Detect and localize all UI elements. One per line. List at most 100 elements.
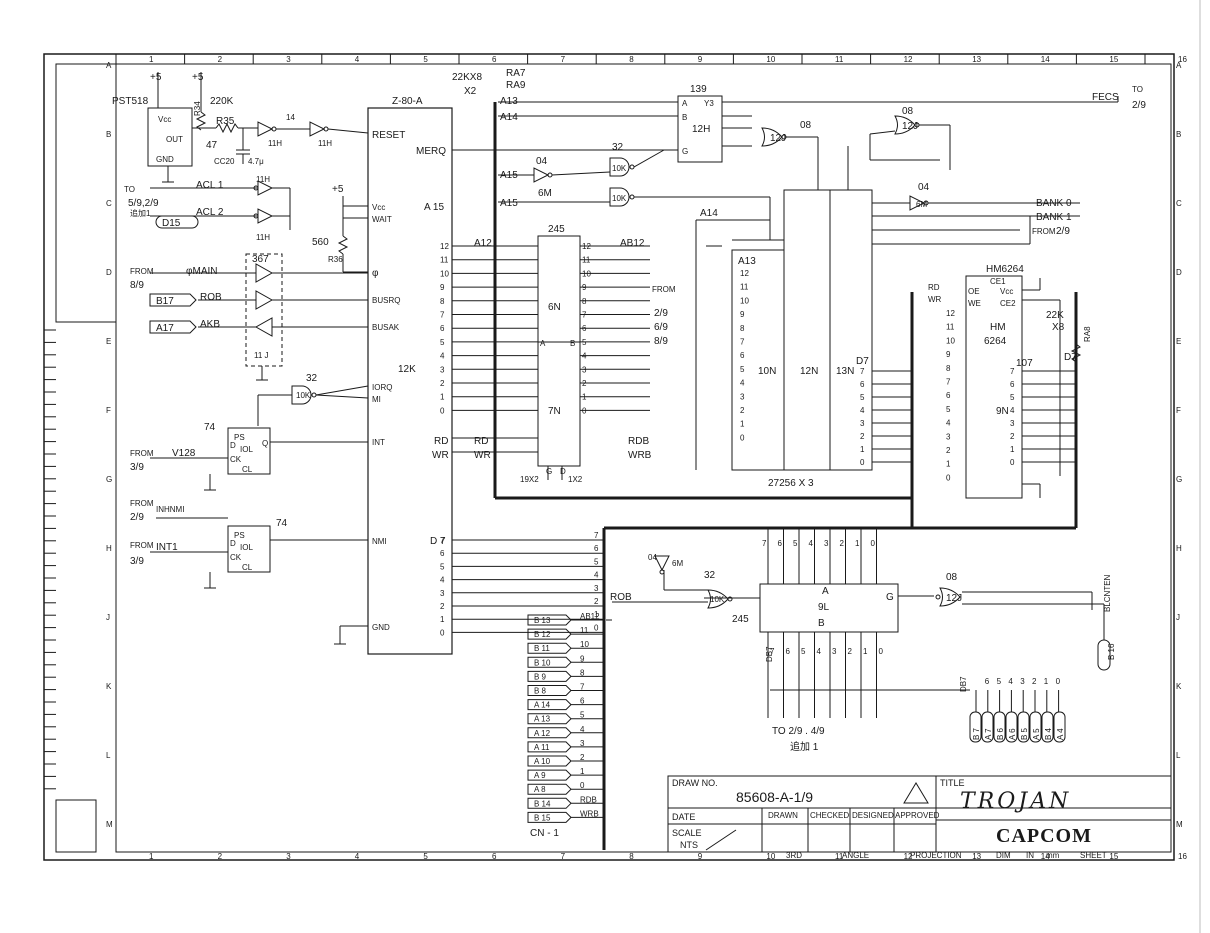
grid-col-bottom-1: 1 (149, 852, 154, 861)
cn-pin-badge (527, 797, 572, 809)
b17-badge: B17 (156, 296, 174, 307)
cn-pin-label: B 10 (534, 658, 551, 667)
cpu-bus-a15: A 15 (424, 202, 444, 213)
cn-pin-badge (527, 685, 572, 696)
cpu-addr-bit: 6 (440, 324, 445, 333)
buf-out-bit: 10 (582, 269, 591, 278)
grid-row-A: A (106, 61, 112, 70)
buf-d-label: D (560, 467, 566, 476)
cn-pin-signal: 9 (580, 654, 585, 663)
bus-top-bit: 3 (824, 539, 829, 548)
grid-row-D: D (106, 268, 112, 277)
bus-9l: 9L (818, 602, 830, 613)
ram-addr-bit: 10 (946, 336, 955, 345)
grid-col-6: 6 (492, 55, 497, 64)
cpu-addr-bit: 10 (440, 269, 449, 278)
rom-addr-bit: 11 (740, 283, 749, 292)
buf-7n-label: 7N (548, 406, 561, 417)
tri-367-label: 367 (252, 254, 269, 265)
grid-col-7: 7 (561, 55, 566, 64)
ff-b-cl: CL (242, 563, 253, 572)
ram-vcc: Vcc (1000, 287, 1013, 296)
buf-out-bit: 1 (582, 393, 587, 402)
cn-pin-signal: AB12 (580, 612, 600, 621)
ff-74b-label: 74 (276, 518, 288, 529)
grid-col-bottom-14: 14 (1041, 852, 1050, 861)
bus-db7-right: DB7 (959, 676, 968, 692)
ff-a-q: Q (262, 439, 268, 448)
out-bus-pin-label: A 7 (984, 728, 993, 740)
buf-245-label: 245 (548, 224, 565, 235)
to-label: TO (124, 185, 135, 194)
cpu-data-bit: 5 (440, 562, 445, 571)
cn-pin-signal: 7 (580, 683, 585, 692)
gate-6mb-label: 6M (916, 200, 927, 209)
dec-pin-y3: Y3 (704, 99, 714, 108)
grid-row-right-E: E (1176, 337, 1181, 346)
title-scale-value: NTS (680, 840, 698, 850)
bus-bottom-bit: 2 (848, 647, 853, 656)
grid-col-5: 5 (423, 55, 428, 64)
ra8-value: 22K (1046, 310, 1064, 321)
bus-bottom-bit: 4 (817, 647, 822, 656)
cn-pin-label: B 9 (534, 672, 547, 681)
bus-addl-label: 追加 1 (790, 740, 819, 753)
grid-col-1: 1 (149, 55, 154, 64)
bus-data-bit: 6 (594, 544, 599, 553)
fecs-to: TO (1132, 85, 1143, 94)
acl2-label: ACL 2 (196, 207, 224, 218)
bus-bottom-bit: 7 (770, 647, 775, 656)
title-mm: mm (1046, 851, 1060, 860)
bus-9l-b: B (818, 618, 825, 629)
out-bus-pin-label: B 5 (1020, 727, 1029, 740)
ram-addr-bit: 7 (946, 378, 951, 387)
reset-chip-label: PST518 (112, 96, 149, 107)
title-sheet: SHEET (1080, 851, 1107, 860)
grid-col-13: 13 (972, 55, 981, 64)
gate-10k-a: 10K (296, 391, 311, 400)
bus-data-bit: 4 (594, 571, 599, 580)
buf-count-a: 19X2 (520, 475, 539, 484)
cpu-pin-int: INT (372, 438, 385, 447)
ram-data-bit: 5 (1010, 393, 1015, 402)
cn-pin-signal: WRB (580, 809, 599, 818)
grid-row-G: G (106, 475, 112, 484)
buf-6n-label: 6N (548, 302, 561, 313)
gate-10k-c: 10K (612, 194, 627, 203)
ff-a-d: D (230, 441, 236, 450)
buf-out-bit: 6 (582, 324, 587, 333)
from-main-sheet: 8/9 (130, 280, 144, 291)
gate-6mc-label: 6M (672, 559, 683, 568)
main-clock: φMAIN (186, 266, 217, 277)
cn-pin-label: A 14 (534, 701, 551, 710)
component-text: PST518 Vcc OUT GND +5 +5 R34 220K R35 47… (112, 68, 1146, 860)
rom-addr-bit: 9 (740, 310, 745, 319)
ram-addr-bit: 1 (946, 460, 951, 469)
rom-data-bit: 1 (860, 445, 865, 454)
cn-pin-badge (527, 628, 572, 640)
rob-label: ROB (200, 292, 222, 303)
rom-a14-label: A14 (700, 208, 718, 219)
ram-addr-bit: 5 (946, 405, 951, 414)
grid-row-right-K: K (1176, 682, 1182, 691)
ram-9n: 9N (996, 406, 1009, 417)
grid-col-bottom-6: 6 (492, 852, 497, 861)
ram-addr-bit: 8 (946, 364, 951, 373)
rom-a13-label: A13 (738, 256, 756, 267)
rom-addr-bit: 0 (740, 433, 745, 442)
out-bus-bit: 6 (985, 677, 990, 686)
grid-row-L: L (106, 751, 111, 760)
cn-pin-signal: 5 (580, 711, 585, 720)
cpu-addr-bit: 7 (440, 311, 445, 320)
bus-top-bit: 1 (855, 539, 860, 548)
bus-db7-bottom: DB7 (765, 646, 774, 662)
cn-pin-label: A 11 (534, 743, 550, 752)
grid-row-right-G: G (1176, 475, 1182, 484)
out-bus-bit: 2 (1032, 677, 1037, 686)
reset-pin-out: OUT (166, 135, 183, 144)
buf-out-bit: 0 (582, 406, 587, 415)
title-proj-projection: PROJECTION (910, 851, 962, 860)
bus-bottom-bit: 0 (879, 647, 884, 656)
ram-rd: RD (928, 283, 940, 292)
